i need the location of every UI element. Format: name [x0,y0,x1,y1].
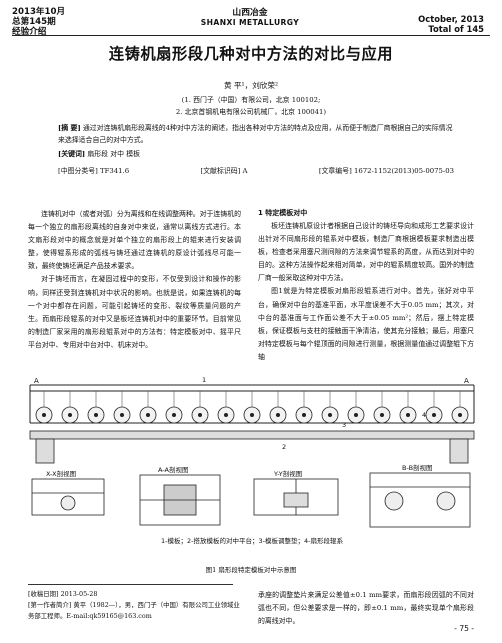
roll-hub [458,413,462,417]
authors: 黄 平¹，刘欣荣² [223,81,279,90]
footnote-rule [28,584,233,585]
roll-hub [328,413,332,417]
alignment-platform [29,430,475,464]
roll-hub [146,413,150,417]
label-section-y: Y-Y剖视图 [273,469,302,478]
author-bio: [第一作者简介] 黄平（1982—），男，西门子（中国）有限公司工业领域业务部工… [28,601,240,620]
body-left-column: 连铸机对中（或者对弧）分为离线和在线调整两种。对于连铸机的每一个独立的扇形段离线… [28,208,241,352]
figure-caption: 图1 扇形段特定模板对中示意图 [205,566,297,574]
callout-1: 1 [202,376,206,384]
section-heading: 1 特定模板对中 [258,209,308,217]
callout-3: 3 [342,421,346,429]
affiliation-1: (1. 西门子（中国）有限公司，北京 100102; [181,96,321,104]
roll-row [35,391,469,424]
clc-code: [中图分类号] TF341.6 [58,167,130,175]
classification-codes: [中图分类号] TF341.6 [文献标识码] A [文章编号] 1672-11… [58,165,454,175]
section-label-a: A [34,377,39,385]
roll-hub [120,413,124,417]
body-paragraph: 连铸机对中（或者对弧）分为离线和在线调整两种。对于连铸机的每一个独立的扇形段离线… [28,210,241,271]
journal-name: 山西冶金 SHANXI METALLURGY [150,5,350,27]
roll-hub [250,413,254,417]
keywords-tag: [关键词] [58,150,86,158]
callout-2: 2 [282,443,286,451]
footnotes: [收稿日期] 2013-05-28 [第一作者简介] 黄平（1982—），男，西… [28,589,243,622]
affiliation-2: 2. 北京首钢机电有限公司机械厂，北京 100041) [175,108,327,116]
label-section-a: A-A剖视图 [158,465,188,474]
roll-hub [198,413,202,417]
article-number: [文章编号] 1672-1152(2013)05-0075-03 [318,167,454,175]
roll-hub [354,413,358,417]
body-paragraph: 对于铸坯而言，在凝固过程中的变形，不仅受到设计和操作的影响，同样还受到连铸机对中… [28,275,241,349]
abstract: [摘 要] 通过对连铸机扇形段离线的4种对中方法的阐述，指出各种对中方法的特点及… [58,122,454,146]
section-label-a-right: A [464,377,469,385]
roll-hub [432,413,436,417]
roll-hub [224,413,228,417]
abstract-text: 通过对连铸机扇形段离线的4种对中方法的阐述，指出各种对中方法的特点及应用，从而便… [58,124,453,144]
roll-hub [380,413,384,417]
roll-hub [68,413,72,417]
issue-date-en: October, 2013 [418,14,484,24]
issue-total: 总第145期 [12,17,56,28]
keywords-text: 扇形段 对中 模板 [87,150,141,158]
figure-1: A A 1 2 3 4 [22,375,482,555]
label-section-b: B-B剖视图 [402,463,433,472]
callout-numbers: 1 2 3 4 [202,376,426,451]
keywords: [关键词] 扇形段 对中 模板 [58,148,140,158]
journal-issue-info: 2013年10月 总第145期 经验介绍 [12,7,65,38]
received-date: [收稿日期] 2013-05-28 [28,590,98,598]
section-view-labels: X-X剖视图 A-A剖视图 Y-Y剖视图 B-B剖视图 [46,463,433,478]
label-section-x: X-X剖视图 [46,469,76,478]
page-number: - 75 - [454,624,474,633]
figure-legend: 1-模板；2-搭放模板的对中平台；3-模板调整垫；4-扇形段辊系 [161,536,343,545]
issue-date: 2013年10月 [12,7,66,17]
body-right-continued: 承座的调整垫片来满足公差值±0.1 mm要求，而扇形段因弧的不同对弧也不同，但公… [258,591,474,625]
paper-title: 连铸机扇形段几种对中方法的对比与应用 [108,45,394,63]
section-b-frame [369,472,471,528]
roll-hub [172,413,176,417]
roll-hub [94,413,98,417]
roll-hub [406,413,410,417]
journal-issue-info-en: October, 2013 Total of 145 [418,14,484,34]
figure-1-drawing: A A 1 2 3 4 [29,376,475,545]
platform-leg-left [35,438,55,464]
section-views [31,472,471,528]
abstract-tag: [摘 要] [58,124,81,132]
platform-leg-right [449,438,469,464]
journal-name-cn: 山西冶金 [232,8,268,18]
roll-hub [42,413,46,417]
journal-name-en: SHANXI METALLURGY [200,18,300,27]
roll-hub [302,413,306,417]
body-right-column: 1 特定模板对中 板坯连铸机原设计者根据自己设计的铸坯导向和成形工艺要求设计出针… [258,208,474,364]
doc-code: [文献标识码] A [200,167,248,175]
issue-total-en: Total of 145 [428,24,484,34]
platform-beam [29,430,475,440]
column-name: 经验介绍 [12,27,47,38]
header-rule [12,35,490,36]
body-paragraph: 图1就是为特定模板对扇形段辊系进行对中。首先，张好对中平台，确保对中台的基准平面… [258,287,474,361]
callout-4: 4 [422,411,426,419]
body-paragraph: 板坯连铸机原设计者根据自己设计的铸坯导向和成形工艺要求设计出针对不同扇形段的辊系… [258,222,474,283]
section-x-frame [31,478,105,516]
roll-hub [276,413,280,417]
